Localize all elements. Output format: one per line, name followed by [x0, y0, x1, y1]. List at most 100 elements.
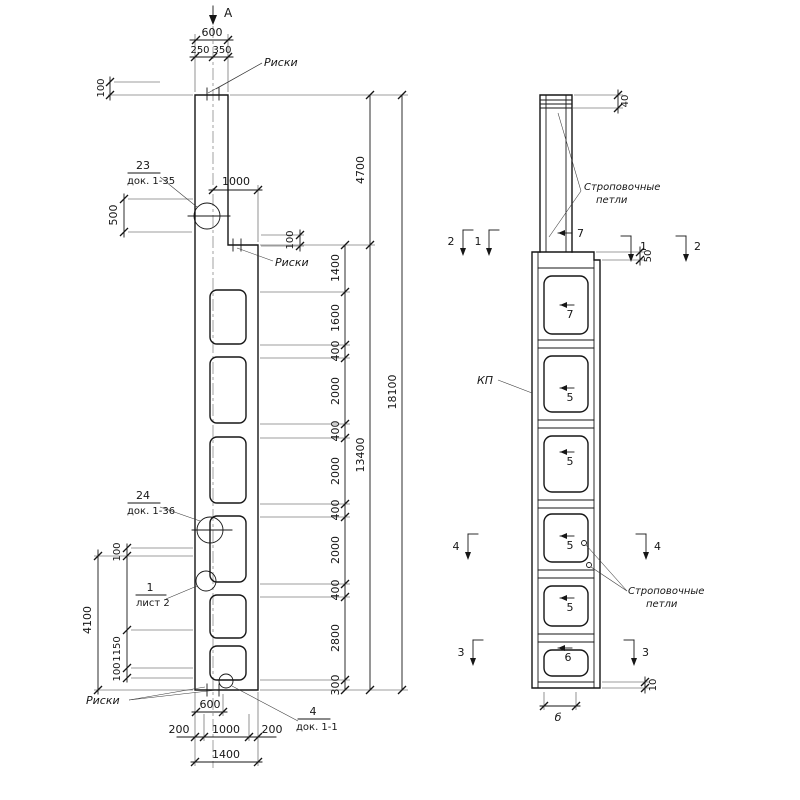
dim-250: 250 [190, 45, 209, 56]
cell-opening-3 [543, 435, 589, 493]
right-chain-extensions [230, 94, 408, 691]
riski-marks [206, 87, 242, 697]
dim-chain-300: 300 [329, 675, 342, 696]
riski-top: Риски [207, 56, 298, 94]
loops-mid-line1: Строповочные [628, 586, 704, 597]
opening-5 [209, 594, 247, 639]
dim-chain-400a: 400 [329, 341, 342, 362]
section-marks-4: 4 4 [453, 533, 661, 560]
step-annotations: 100 Риски [236, 229, 309, 269]
dim-200-right: 200 [262, 723, 283, 736]
body-outline [531, 251, 601, 689]
dim-600-bottom: 600 [200, 698, 221, 711]
dim-100-step: 100 [285, 230, 296, 249]
right-view: 7 5 5 5 5 6 7 Строповочные петли [448, 89, 704, 724]
dim-chain-1400: 1400 [329, 254, 342, 282]
riski-top-label: Риски [264, 56, 298, 69]
cell-number-2: 5 [567, 391, 574, 404]
loop-mark-1 [581, 540, 587, 546]
dim-chain-2000b: 2000 [329, 457, 342, 485]
callout1-doc: лист 2 [136, 598, 170, 609]
section-a-mark: А [209, 5, 233, 25]
section-4-left: 4 [453, 540, 460, 553]
section-1-left: 1 [475, 235, 482, 248]
dim-chain-400b: 400 [329, 421, 342, 442]
kp-label-group: КП [477, 374, 533, 394]
riski-step-label: Риски [275, 256, 309, 269]
dim-50-group: 50 [596, 246, 654, 266]
section-3-left: 3 [458, 646, 465, 659]
dim-10: 10 [648, 679, 659, 692]
callout-23: 23 док. 1-35 [127, 159, 231, 230]
cell-number-6: 6 [565, 651, 572, 664]
section-2-left: 2 [448, 235, 455, 248]
callout4-circle [218, 673, 234, 689]
lifting-loops-top: Строповочные петли [548, 112, 660, 238]
cell-position-numbers: 7 5 5 5 5 6 [557, 302, 575, 664]
callout23-doc: док. 1-35 [127, 176, 175, 187]
cell-opening-6 [543, 649, 589, 677]
callout-24: 24 док. 1-36 [127, 489, 233, 544]
top-post-outline [539, 94, 573, 253]
opening-2 [209, 356, 247, 424]
dim-b: б [555, 711, 562, 724]
section-a-label: А [224, 6, 233, 20]
dim-350: 350 [212, 45, 231, 56]
callout4-doc: док. 1-1 [296, 722, 338, 733]
cell-divisions [537, 339, 595, 643]
dim-1000-step-group: 1000 [208, 175, 263, 242]
section-3-right: 3 [642, 646, 649, 659]
dim-100b-bottom: 100 [112, 662, 123, 681]
riski-bottom-label: Риски [86, 694, 120, 707]
callout1-circle [195, 570, 217, 592]
loop-hatching [540, 99, 572, 109]
callout-1: 1 лист 2 [135, 570, 217, 609]
cell-opening-5 [543, 585, 589, 627]
dim-1150: 1150 [112, 636, 123, 661]
dim-18100-group: 18100 [386, 90, 407, 695]
cell-number-1: 7 [567, 308, 574, 321]
opening-4 [209, 515, 247, 583]
section-1-right: 1 [640, 240, 647, 253]
cell-openings [543, 275, 589, 677]
cell-number-4: 5 [567, 539, 574, 552]
column-openings [209, 289, 247, 681]
dim-1400-bottom: 1400 [212, 748, 240, 761]
section-2-right: 2 [694, 240, 701, 253]
dim-13400: 13400 [354, 438, 367, 473]
loops-top-line2: петли [596, 195, 628, 206]
dim-200-left: 200 [169, 723, 190, 736]
dim-40-group: 40 [573, 89, 631, 114]
dim-600-top: 600 [202, 26, 223, 39]
top-dimensions: 600 250 350 [189, 26, 234, 92]
dim-50: 50 [643, 250, 654, 263]
right-dimension-chain: 1400 1600 400 2000 400 2000 400 2000 400… [329, 240, 350, 696]
cell-opening-4 [543, 513, 589, 563]
pos7-top-label: 7 [577, 227, 584, 240]
dim-4700-13400-group: 4700 13400 [354, 90, 375, 695]
cell-number-3: 5 [567, 455, 574, 468]
dim-chain-400c: 400 [329, 500, 342, 521]
dim-1000-bottom: 1000 [212, 723, 240, 736]
dim-100a-bottom: 100 [112, 542, 123, 561]
dim-1000-step: 1000 [222, 175, 250, 188]
dim-b-group: б [539, 692, 581, 724]
cell-opening-2 [543, 355, 589, 413]
section-marks-top: 2 1 1 2 [448, 229, 701, 262]
loops-top-line1: Строповочные [584, 182, 660, 193]
dim-18100: 18100 [386, 375, 399, 410]
lifting-loops-mid: Строповочные петли [581, 540, 704, 610]
dim-100-topleft-group: 100 [96, 76, 193, 101]
dim-chain-2000a: 2000 [329, 377, 342, 405]
dim-chain-400d: 400 [329, 580, 342, 601]
left-view: А 600 [81, 5, 408, 768]
riski-bottom: Риски [86, 686, 218, 707]
loop-mark-2 [586, 562, 592, 568]
loops-mid-line2: петли [646, 599, 678, 610]
kp-label: КП [477, 374, 493, 387]
opening-1 [209, 289, 247, 345]
column-outline [194, 94, 259, 691]
callout24-number: 24 [136, 489, 150, 502]
